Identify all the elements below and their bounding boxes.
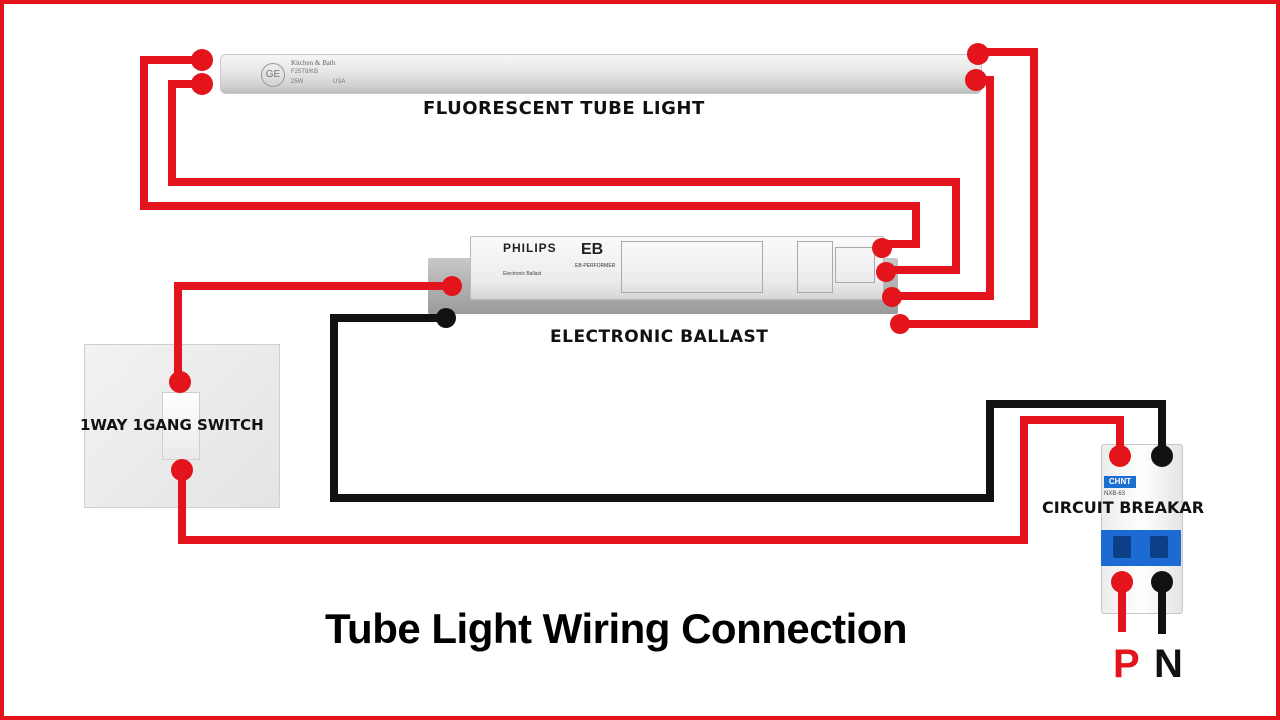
terminal-ballast-4 xyxy=(890,314,910,334)
ballast-series: EB xyxy=(581,241,604,258)
ge-logo: GE xyxy=(261,63,285,87)
wire-tube-right-top-to-ballast xyxy=(894,48,1038,328)
breaker-label: CIRCUIT BREAKAR xyxy=(1042,498,1205,517)
switch-label: 1WAY 1GANG SWITCH xyxy=(80,416,264,434)
ballast-series-sub: EB-PERFORMER xyxy=(575,263,616,269)
switch-rocker xyxy=(162,392,200,460)
wire-switch-to-breaker xyxy=(178,416,1124,544)
ballast-spec-table xyxy=(621,241,763,293)
wire-ballast-to-switch xyxy=(174,282,456,386)
terminal-ballast-1 xyxy=(872,238,892,258)
ballast-brand: PHILIPS xyxy=(503,241,557,255)
terminal-ballast-neutral xyxy=(436,308,456,328)
tube-watt: 25W xyxy=(291,79,304,85)
ballast-label: ELECTRONIC BALLAST xyxy=(550,327,769,347)
terminal-breaker-phase-in xyxy=(1109,445,1131,467)
ballast-wiring-symbol xyxy=(835,247,875,283)
wire-tube-right-bottom-to-ballast xyxy=(888,76,994,300)
ballast-type: Electronic Ballast xyxy=(503,271,542,277)
wire-tube-left-bottom-to-ballast xyxy=(168,80,960,274)
ballast-terminal-info xyxy=(797,241,833,293)
terminal-ballast-live xyxy=(442,276,462,296)
terminal-switch-out xyxy=(171,459,193,481)
tube-label: FLUORESCENT TUBE LIGHT xyxy=(423,98,705,119)
tube-origin: USA xyxy=(333,79,346,85)
electronic-ballast: PHILIPS EB EB-PERFORMER Electronic Balla… xyxy=(470,236,884,300)
terminal-breaker-neutral-out xyxy=(1151,571,1173,593)
terminal-ballast-2 xyxy=(876,262,896,282)
wire-tube-left-top-to-ballast xyxy=(140,56,920,248)
fluorescent-tube: GE Kitchen & Bath F25T8/KB 25W USA xyxy=(220,54,982,94)
terminal-breaker-phase-out xyxy=(1111,571,1133,593)
terminal-tube-left-1 xyxy=(191,49,213,71)
wire-ballast-neutral-to-breaker xyxy=(330,314,1166,502)
breaker-brand: CHNT xyxy=(1104,476,1136,488)
tube-brand: Kitchen & Bath xyxy=(291,59,336,67)
terminal-ballast-3 xyxy=(882,287,902,307)
breaker-lever-right xyxy=(1150,536,1168,558)
terminal-breaker-neutral-in xyxy=(1151,445,1173,467)
terminal-tube-left-2 xyxy=(191,73,213,95)
terminal-tube-right-2 xyxy=(965,69,987,91)
neutral-label: N xyxy=(1154,642,1183,686)
terminal-tube-right-1 xyxy=(967,43,989,65)
diagram-title: Tube Light Wiring Connection xyxy=(325,605,908,652)
breaker-model: NXB-63 xyxy=(1104,491,1126,497)
terminal-switch-in xyxy=(169,371,191,393)
tube-model: F25T8/KB xyxy=(291,69,319,75)
breaker-lever-left xyxy=(1113,536,1131,558)
phase-label: P xyxy=(1113,642,1140,686)
